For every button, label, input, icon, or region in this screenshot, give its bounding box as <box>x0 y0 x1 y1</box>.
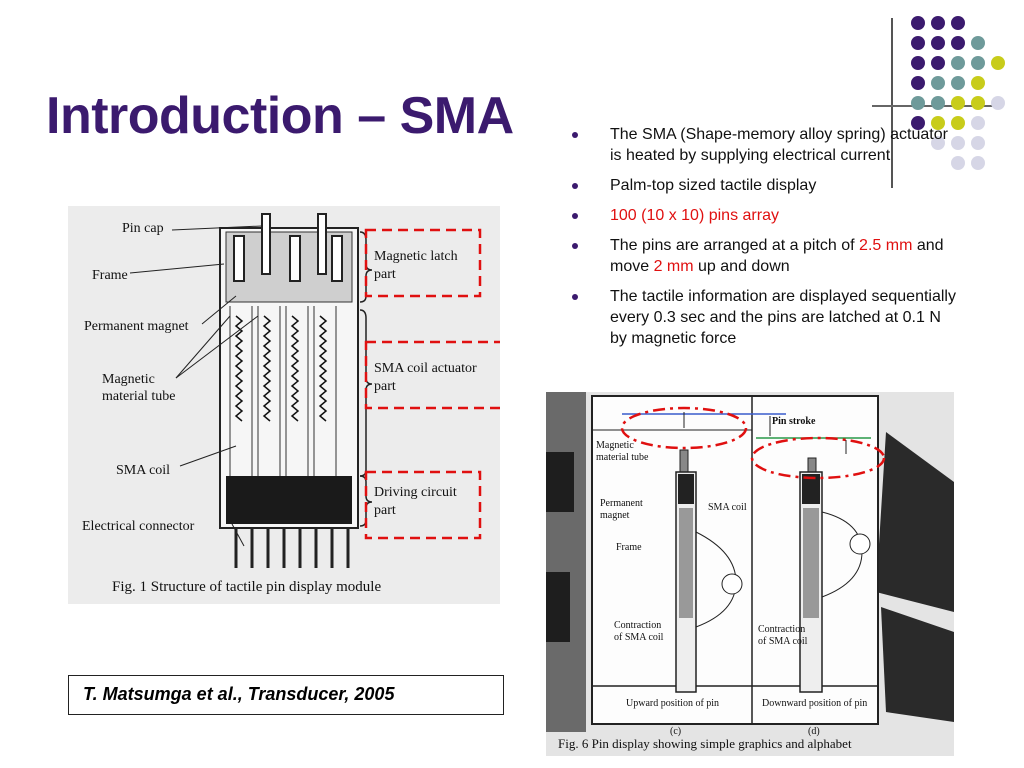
citation-text: T. Matsumga et al., Transducer, 2005 <box>83 684 395 704</box>
figure-1-svg: Pin cap Frame Permanent magnet Magnetic … <box>82 213 506 595</box>
label-contraction: Contraction <box>614 620 661 631</box>
bullet-dot-icon <box>572 213 578 219</box>
label-contraction: of SMA coil <box>758 636 808 647</box>
photo-background <box>546 392 954 732</box>
label-pin-cap: Pin cap <box>122 221 164 236</box>
bullet-text: Palm-top sized tactile display <box>610 177 817 194</box>
bullet-highlight: 2 mm <box>653 258 694 275</box>
label-magnetic-tube: material tube <box>102 389 175 404</box>
pin-stroke-arrows <box>683 412 847 454</box>
label-permanent-magnet: magnet <box>600 510 630 521</box>
label-magnetic-tube: Magnetic <box>596 440 634 451</box>
label-latch: part <box>374 267 396 282</box>
bullet-item: The tactile information are displayed se… <box>572 286 962 349</box>
label-driving: Driving circuit <box>374 485 457 500</box>
label-upward: Upward position of pin <box>626 698 719 709</box>
bullet-item: 100 (10 x 10) pins array <box>572 205 962 226</box>
diagram-panel <box>591 395 879 725</box>
label-sma-coil: SMA coil <box>708 502 747 513</box>
figure-6-svg: Pin stroke Magnetic material tube Perman… <box>546 392 954 751</box>
figure-1-caption: Fig. 1 Structure of tactile pin display … <box>112 579 381 595</box>
figure-6-pin-display-photo: Pin stroke Magnetic material tube Perman… <box>546 392 954 756</box>
label-electrical-connector: Electrical connector <box>82 519 195 534</box>
label-latch: Magnetic latch <box>374 249 458 264</box>
bullet-text: and move <box>610 237 944 275</box>
bullet-text: The pins are arranged at a pitch of <box>610 237 860 254</box>
label-permanent-magnet: Permanent <box>600 498 643 509</box>
bullet-text: 100 (10 x 10) pins array <box>610 207 779 224</box>
label-actuator: SMA coil actuator <box>374 361 477 376</box>
bullet-dot-icon <box>572 183 578 189</box>
bullet-dot-icon <box>572 294 578 300</box>
label-sub-c: (c) <box>670 726 681 737</box>
driving-circuit-block <box>226 476 352 524</box>
label-pin-stroke: Pin stroke <box>772 416 816 427</box>
label-driving: part <box>374 503 396 518</box>
label-actuator: part <box>374 379 396 394</box>
label-frame: Frame <box>92 268 128 283</box>
bullet-text: The tactile information are displayed se… <box>610 288 956 347</box>
bullet-text: The SMA (Shape-memory alloy spring) actu… <box>610 126 948 164</box>
slide-title: Introduction – SMA <box>46 87 514 145</box>
figure-6-caption: Fig. 6 Pin display showing simple graphi… <box>558 736 852 751</box>
pin-array <box>233 213 343 282</box>
bullet-text: up and down <box>693 258 790 275</box>
label-sub-d: (d) <box>808 726 820 737</box>
citation-box: T. Matsumga et al., Transducer, 2005 <box>68 675 504 715</box>
figure-1-structure-diagram: Pin cap Frame Permanent magnet Magnetic … <box>68 206 506 604</box>
highlight-ellipses <box>620 406 886 480</box>
bullet-dot-icon <box>572 243 578 249</box>
bullet-highlight: 2.5 mm <box>859 237 913 254</box>
label-permanent-magnet: Permanent magnet <box>84 319 189 334</box>
leader-lines <box>129 225 263 547</box>
sma-coils <box>234 315 328 422</box>
label-contraction: of SMA coil <box>614 632 664 643</box>
connector-pins <box>234 528 350 568</box>
bullet-item: The SMA (Shape-memory alloy spring) actu… <box>572 124 962 166</box>
decor-vertical-line <box>891 18 893 188</box>
label-sma-coil: SMA coil <box>116 463 170 478</box>
decor-dot-grid <box>911 16 1005 170</box>
label-frame: Frame <box>616 542 642 553</box>
label-magnetic-tube: Magnetic <box>102 372 155 387</box>
bullet-item: The pins are arranged at a pitch of 2.5 … <box>572 235 962 277</box>
left-actuator <box>675 449 743 693</box>
bullet-item: Palm-top sized tactile display <box>572 175 962 196</box>
label-magnetic-tube: material tube <box>596 452 649 463</box>
label-downward: Downward position of pin <box>762 698 867 709</box>
label-contraction: Contraction <box>758 624 805 635</box>
tube-lines <box>229 306 337 476</box>
bullet-dot-icon <box>572 132 578 138</box>
highlight-boxes <box>364 228 506 540</box>
bullet-list: The SMA (Shape-memory alloy spring) actu… <box>572 124 962 358</box>
